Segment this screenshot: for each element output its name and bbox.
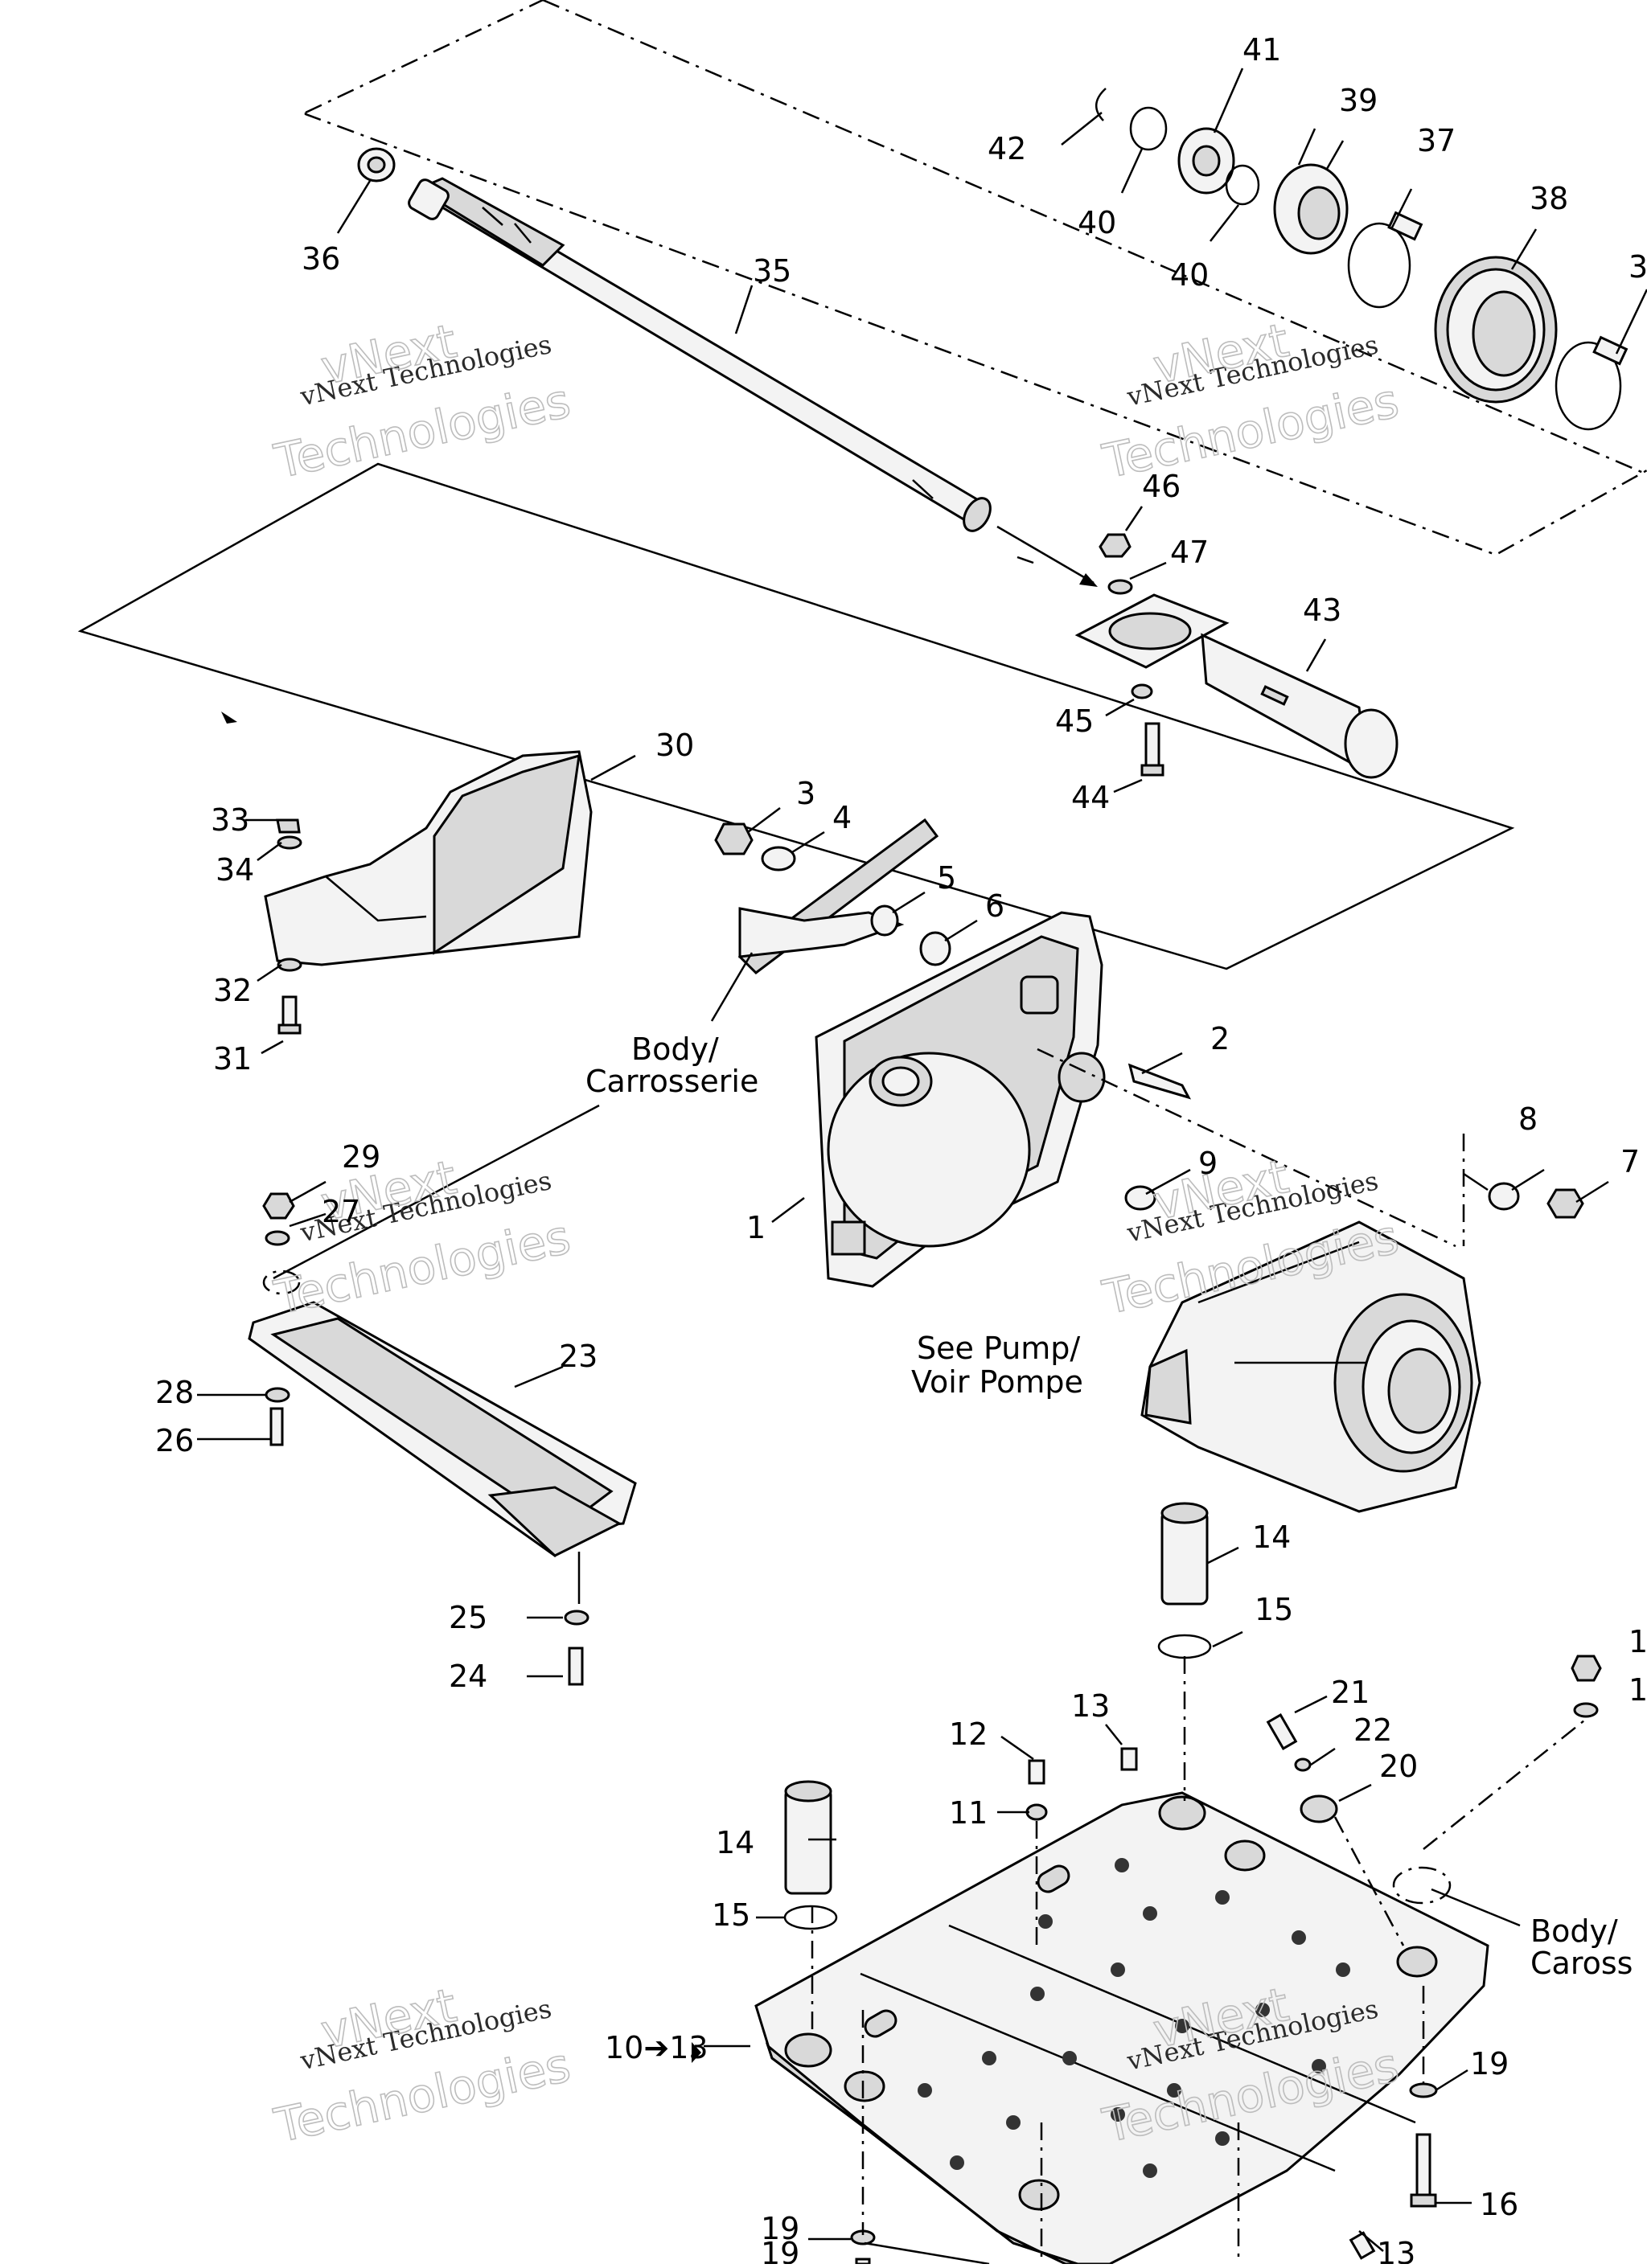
callout-24: 24	[449, 1659, 487, 1694]
callout-45: 45	[1055, 703, 1094, 739]
ride-plate	[754, 1791, 1489, 2266]
shaft-group-outline	[305, 0, 544, 114]
cover-30	[264, 750, 593, 1035]
watermark-top-right: vNext Technologies vNext Technologies	[1098, 312, 1404, 490]
callout-40b: 40	[1170, 257, 1209, 293]
callout-33: 33	[211, 802, 249, 838]
callout-27: 27	[322, 1194, 360, 1229]
callout-44: 44	[1071, 780, 1110, 815]
callout-21: 21	[1331, 1675, 1370, 1710]
callout-12: 12	[949, 1716, 988, 1752]
callout-32: 32	[213, 973, 252, 1008]
callout-19a: 19	[1470, 2046, 1509, 2081]
fitting-14-lower	[783, 1780, 838, 1930]
housing-1	[815, 911, 1192, 1288]
callout-7: 7	[1620, 1144, 1640, 1179]
callout-30: 30	[655, 728, 694, 763]
driveline-group-outline	[77, 462, 1515, 970]
note-body-top-1: Body/	[631, 1031, 719, 1067]
fitting-14-upper	[1157, 1502, 1212, 1659]
callout-13a: 13	[1071, 1688, 1110, 1724]
seal-kit	[1095, 88, 1629, 431]
callout-40a: 40	[1078, 205, 1116, 240]
callout-15b: 15	[712, 1897, 750, 1933]
callout-23: 23	[559, 1339, 598, 1374]
callout-42: 42	[988, 131, 1026, 166]
drive-shaft	[408, 177, 992, 532]
callout-41: 41	[1242, 32, 1281, 68]
callout-37: 37	[1417, 123, 1456, 158]
callout-5: 5	[937, 860, 956, 896]
callout-38: 38	[1530, 181, 1568, 216]
plate-hardware	[850, 1655, 1602, 2266]
callout-17: 1	[1629, 1624, 1647, 1659]
callout-1: 1	[746, 1210, 766, 1245]
text-notes: Body/ Carrosserie See Pump/ Voir Pompe B…	[585, 1031, 1633, 1981]
shaft-group-outline-2	[304, 113, 1647, 556]
callout-19b: 19	[761, 2211, 799, 2246]
support-plate	[714, 818, 951, 974]
callout-14a: 14	[1252, 1520, 1291, 1555]
callout-14b: 14	[716, 1825, 754, 1860]
callout-18: 1	[1629, 1672, 1647, 1708]
pump-assembly	[1140, 1182, 1584, 1513]
callout-34: 34	[216, 852, 254, 888]
callout-2: 2	[1210, 1021, 1230, 1056]
note-body-top-2: Carrosserie	[585, 1064, 758, 1099]
callout-13b: 13	[1377, 2236, 1415, 2264]
seal-36	[357, 147, 396, 183]
callout-8: 8	[1518, 1101, 1538, 1137]
seal-group-outline	[542, 0, 1647, 476]
note-body-bottom-1: Body/	[1530, 1913, 1618, 1949]
leader-lines	[197, 68, 1647, 2252]
callout-6: 6	[985, 888, 1004, 924]
callout-25: 25	[449, 1600, 487, 1635]
callout-36: 36	[302, 241, 340, 277]
watermark-top-left: vNext Technologies vNext Technologies	[269, 313, 576, 490]
watermark-mid-right: vNext Technologies vNext Technologies	[1098, 1148, 1404, 1326]
bracket-23	[248, 1192, 637, 1686]
callout-28: 28	[155, 1375, 194, 1410]
note-pump-2: Voir Pompe	[911, 1364, 1083, 1400]
callout-26: 26	[155, 1423, 194, 1458]
callout-37b: 3	[1629, 249, 1647, 285]
callout-22: 22	[1353, 1712, 1392, 1748]
fastener-dots	[918, 1858, 1350, 2178]
callout-39: 39	[1339, 83, 1378, 118]
callout-43: 43	[1303, 593, 1341, 628]
callout-46: 46	[1142, 469, 1181, 504]
note-body-bottom-2: Caross	[1530, 1946, 1633, 1981]
note-pump-1: See Pump/	[917, 1331, 1080, 1366]
callout-16: 16	[1480, 2187, 1518, 2222]
callout-20: 20	[1379, 1749, 1418, 1784]
callout-10-to-13: 10➔13	[605, 2030, 708, 2065]
callout-labels: 1 2 3 4 5 6 7 8 9 10➔13 11 12 13 13 14 1…	[155, 32, 1647, 2268]
callout-47: 47	[1170, 535, 1209, 570]
callout-4: 4	[832, 800, 852, 835]
callout-19c: 19	[761, 2236, 799, 2264]
callout-35: 35	[753, 253, 791, 289]
watermark-mid-left: vNext Technologies vNext Technologies	[269, 1149, 576, 1326]
callout-15a: 15	[1255, 1592, 1293, 1627]
callout-9: 9	[1198, 1146, 1218, 1181]
watermark-bottom-left: vNext Technologies vNext Technologies	[269, 1977, 576, 2154]
callout-3: 3	[796, 776, 815, 811]
callout-31: 31	[213, 1041, 252, 1077]
callout-29: 29	[342, 1139, 380, 1175]
callout-11: 11	[949, 1795, 988, 1831]
shaft-tube	[1074, 533, 1399, 779]
